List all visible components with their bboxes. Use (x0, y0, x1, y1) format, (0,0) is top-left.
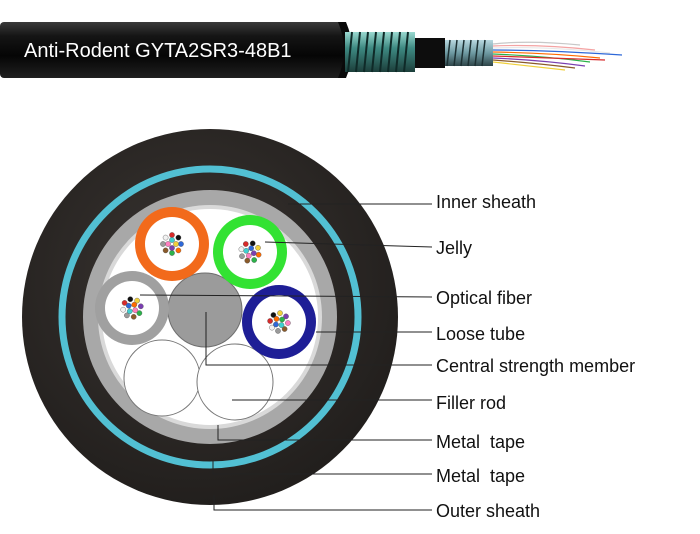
fiber-dot (273, 316, 280, 322)
inner-sheath-segment (415, 38, 445, 68)
fiber-dot (160, 241, 166, 247)
fiber-dot (244, 257, 251, 264)
fiber-dot (248, 245, 254, 251)
label-metal-tape-inner: Metal tape (436, 432, 525, 452)
fiber-dot (125, 302, 132, 309)
loose-tube-gray (95, 271, 169, 345)
fiber-dot (121, 300, 128, 306)
leader-outer-sheath (213, 495, 432, 511)
fiber-dot (249, 240, 256, 247)
metal-tape-stripe (58, 165, 362, 469)
fiber-dot (281, 326, 288, 332)
fiber-dot (162, 247, 169, 254)
fiber-dot (132, 307, 139, 314)
fiber-dot (243, 247, 249, 254)
filler-rod-right (196, 343, 274, 421)
fiber-dot (278, 322, 285, 328)
label-inner-sheath: Inner sheath (436, 192, 536, 212)
fiber-dot (124, 312, 130, 319)
fiber-dot (242, 241, 249, 247)
filler-rod-left (123, 339, 201, 417)
fiber-dot (255, 251, 262, 258)
loose-tube-orange (135, 207, 209, 281)
leader-optical-fiber (139, 294, 433, 298)
cable-jacket (0, 22, 345, 78)
part-labels: Inner sheath Jelly Optical fiber Loose t… (436, 192, 635, 521)
label-outer-sheath: Outer sheath (436, 501, 540, 521)
label-metal-tape-outer: Metal tape (436, 466, 525, 486)
central-strength-member (167, 272, 243, 348)
fiber-dot (134, 297, 140, 304)
fiber-dot (178, 241, 184, 247)
cable-cross-section (22, 129, 398, 505)
loose-tube-blue (242, 285, 316, 359)
fiber-dot (169, 250, 175, 256)
leader-metal-tape-outer (212, 460, 432, 475)
aluminium-tape (445, 39, 493, 67)
label-central-strength-member: Central strength member (436, 356, 635, 376)
fiber-dot (245, 252, 252, 259)
fiber-dot (255, 244, 261, 251)
fiber-dot (175, 247, 182, 254)
leader-lines (139, 203, 433, 511)
fiber-dot (275, 328, 281, 334)
fiber-dot (175, 234, 182, 241)
fiber-dot (173, 241, 179, 247)
label-jelly: Jelly (436, 238, 472, 258)
fiber-dot (277, 310, 283, 316)
fiber-dot (267, 318, 273, 324)
fiber-dot (279, 316, 285, 323)
leader-central-strength-member (205, 312, 432, 366)
cable-side-view: Anti-Rodent GYTA2SR3-48B1 (0, 22, 623, 78)
leader-jelly (264, 241, 433, 248)
fiber-dot (130, 313, 137, 320)
fiber-dot (162, 234, 169, 241)
fiber-dot (136, 310, 143, 316)
fiber-dot (169, 237, 175, 243)
optical-fibers (120, 232, 291, 334)
fiber-dot (169, 232, 175, 238)
label-loose-tube: Loose tube (436, 324, 525, 344)
fiber-dot (120, 306, 126, 313)
fiber-dot (239, 253, 245, 260)
label-optical-fiber: Optical fiber (436, 288, 532, 308)
fiber-dot (273, 321, 279, 328)
fiber-dot (238, 246, 245, 253)
loose-tube-green (213, 215, 287, 289)
fiber-dot (285, 320, 291, 326)
fiber-dot (127, 296, 134, 303)
fiber-dot (250, 250, 257, 256)
fiber-dot (165, 241, 171, 247)
steel-armor (345, 31, 415, 73)
fiber-dot (131, 301, 138, 308)
fiber-dot (251, 257, 257, 263)
fiber-dot (169, 245, 175, 251)
fiber-bundle (492, 41, 623, 71)
fiber-dot (283, 313, 289, 320)
fiber-dot (137, 303, 144, 310)
leader-metal-tape-inner (217, 425, 432, 441)
fiber-dot (269, 324, 275, 331)
fiber-dot (126, 308, 133, 315)
cable-model-title: Anti-Rodent GYTA2SR3-48B1 (24, 40, 292, 62)
label-filler-rod: Filler rod (436, 393, 506, 413)
fiber-dot (270, 312, 277, 318)
